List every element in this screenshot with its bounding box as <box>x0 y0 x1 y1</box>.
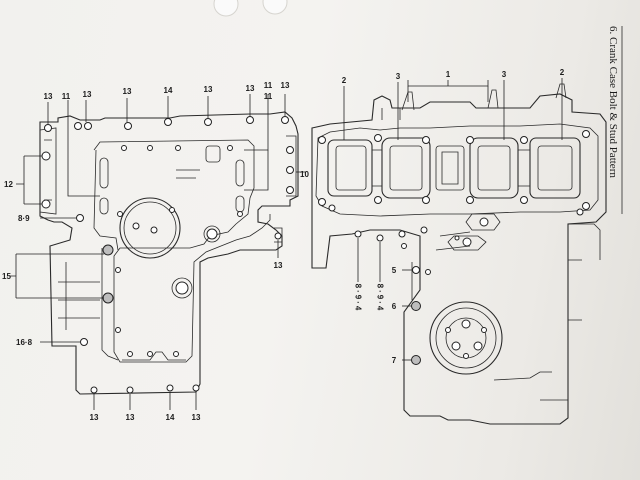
right-case-flanges <box>447 213 501 251</box>
callout-label: 13 <box>204 85 213 94</box>
callout-label: 12 <box>4 180 13 189</box>
left-main-boss <box>119 197 221 299</box>
left-case-bolt-holes <box>41 116 294 394</box>
callout-label: 13 <box>83 90 92 99</box>
right-case-labels: 2 3 1 3 2 8·9·4 8·9·4 5 6 7 <box>342 68 565 365</box>
right-main-boss <box>429 301 503 375</box>
callout-label: 13 <box>44 92 53 101</box>
callout-label: 13 <box>274 261 283 270</box>
callout-label: 1 <box>446 70 451 79</box>
left-leader-lines <box>10 94 306 410</box>
callout-label: 13 <box>281 81 290 90</box>
stud-label: 8·9·4 <box>376 284 385 313</box>
left-case-labels: 13 11 13 13 14 13 13 11 11 13 12 8·9 15 … <box>2 81 309 422</box>
left-case-outline <box>39 111 299 395</box>
callout-label: 11 <box>62 92 71 101</box>
cylinder-bores <box>327 137 581 199</box>
callout-label: 14 <box>164 86 173 95</box>
callout-label: 13 <box>192 413 201 422</box>
right-case-outline <box>311 83 607 425</box>
page-title: 6. Crank Case Bolt & Stud Pattern <box>607 26 619 178</box>
callout-label: 16·8 <box>16 338 33 347</box>
callout-label: 10 <box>300 170 309 179</box>
callout-label: 11 <box>264 81 273 90</box>
callout-label: 11 <box>264 92 273 101</box>
callout-label: 2 <box>342 76 347 85</box>
right-leader-lines <box>343 78 563 361</box>
callout-label: 6 <box>392 302 397 311</box>
right-case-bolt-holes <box>318 130 590 365</box>
callout-label: 7 <box>392 356 397 365</box>
callout-label: 8·9 <box>18 214 30 223</box>
punch-hole <box>213 0 239 17</box>
callout-label: 3 <box>396 72 401 81</box>
callout-label: 13 <box>246 84 255 93</box>
callout-label: 5 <box>392 266 397 275</box>
callout-label: 14 <box>166 413 175 422</box>
callout-label: 3 <box>502 70 507 79</box>
punch-hole <box>262 0 288 15</box>
stud-label: 8·9·4 <box>354 284 363 313</box>
callout-label: 13 <box>123 87 132 96</box>
left-case-details <box>58 145 245 357</box>
callout-label: 2 <box>560 68 565 77</box>
callout-label: 13 <box>90 413 99 422</box>
callout-label: 15 <box>2 272 11 281</box>
callout-label: 13 <box>126 413 135 422</box>
